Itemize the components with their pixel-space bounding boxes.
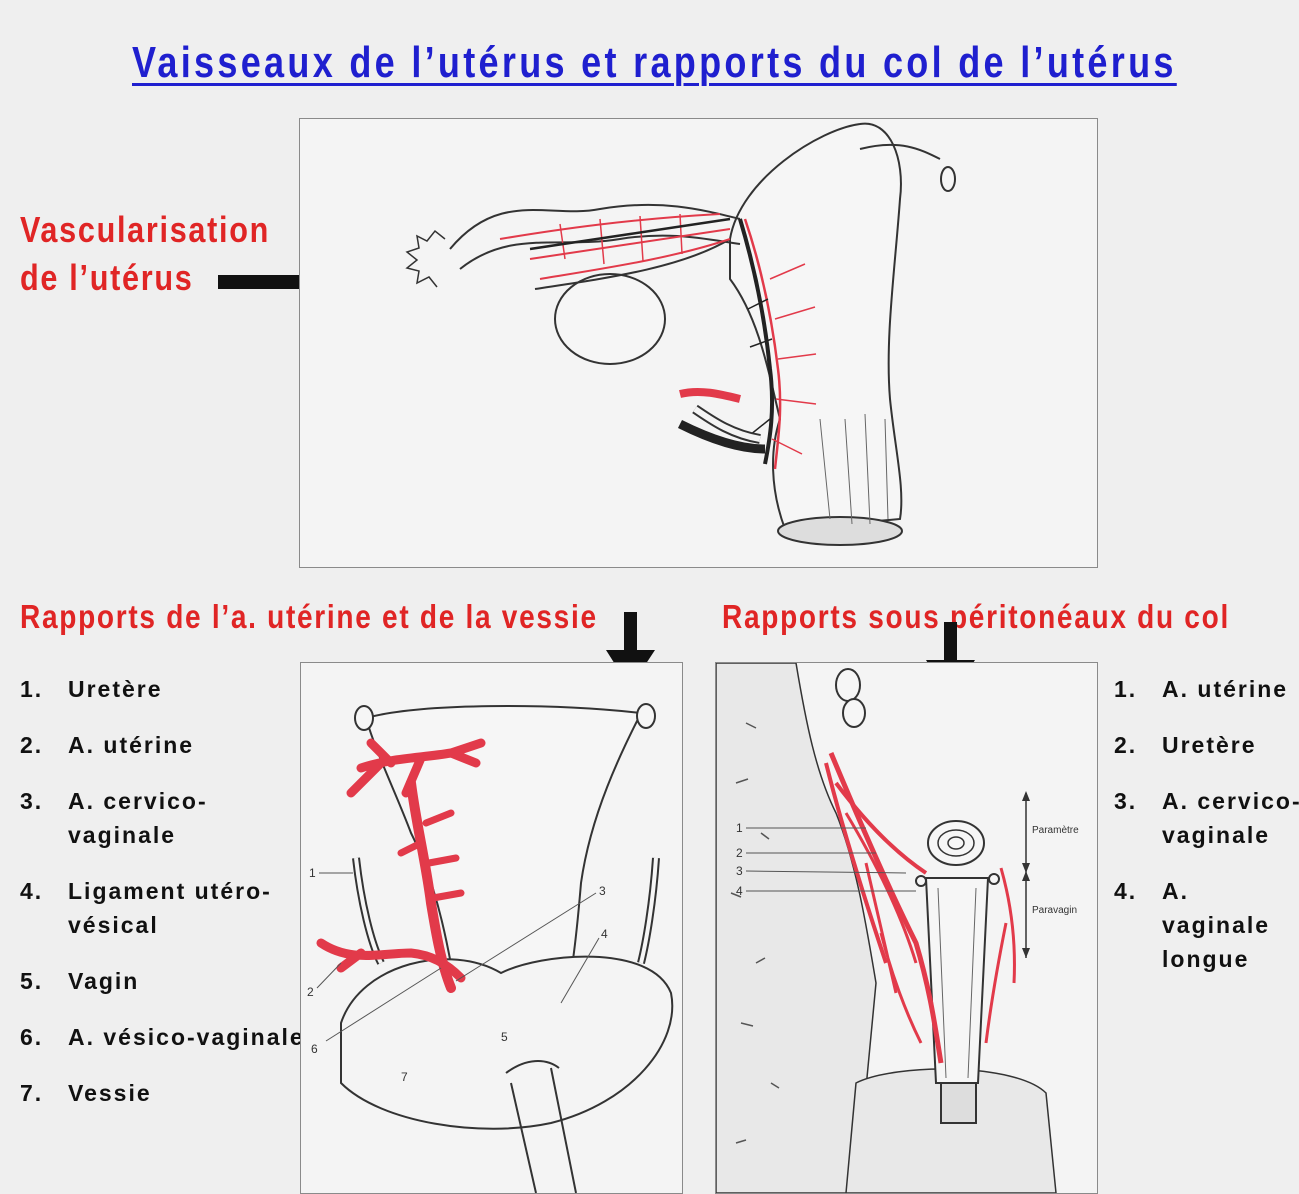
section-left-heading: Rapports de l’a. utérine et de la vessie bbox=[20, 598, 598, 636]
item-text: Uretère bbox=[1162, 732, 1257, 758]
item-number: 2. bbox=[1114, 728, 1137, 762]
vascularisation-line2: de l’utérus bbox=[20, 254, 270, 302]
item-number: 4. bbox=[20, 874, 43, 908]
item-number: 2. bbox=[20, 728, 43, 762]
item-text: Ligament utéro-vésical bbox=[68, 878, 272, 938]
list-item: 1. A. utérine bbox=[1114, 672, 1299, 706]
vascularisation-line1: Vascularisation bbox=[20, 206, 270, 254]
item-number: 3. bbox=[1114, 784, 1137, 818]
paravagin-label: Paravagin bbox=[1032, 905, 1077, 916]
legend-right: 1. A. utérine 2. Uretère 3. A. cervico-vagi… bbox=[1114, 672, 1299, 998]
fig-right-label-3: 3 bbox=[736, 864, 743, 878]
fig-left-label-3: 3 bbox=[599, 884, 606, 898]
list-item: 2. A. utérine bbox=[20, 728, 310, 762]
list-item: 2. Uretère bbox=[1114, 728, 1299, 762]
fig-left-label-4: 4 bbox=[601, 927, 608, 941]
item-number: 6. bbox=[20, 1020, 43, 1054]
fig-right-label-2: 2 bbox=[736, 846, 743, 860]
item-number: 1. bbox=[20, 672, 43, 706]
uterus-vascularisation-figure bbox=[299, 118, 1098, 568]
item-number: 7. bbox=[20, 1076, 43, 1110]
page-title: Vaisseaux de l’utérus et rapports du col… bbox=[132, 38, 1177, 88]
fig-left-label-6: 6 bbox=[311, 1042, 318, 1056]
item-text: A. vaginale longue bbox=[1162, 878, 1270, 972]
item-text: A. utérine bbox=[68, 732, 194, 758]
list-item: 3. A. cervico-vaginale bbox=[1114, 784, 1299, 852]
item-number: 4. bbox=[1114, 874, 1137, 908]
subperitoneal-relations-figure: Paramètre Paravagin 1 2 3 4 bbox=[715, 662, 1098, 1194]
list-item: 3. A. cervico-vaginale bbox=[20, 784, 310, 852]
item-number: 5. bbox=[20, 964, 43, 998]
fig-right-label-4: 4 bbox=[736, 884, 743, 898]
item-text: A. cervico-vaginale bbox=[1162, 788, 1299, 848]
vascularisation-label: Vascularisation de l’utérus bbox=[20, 206, 270, 302]
list-item: 6. A. vésico-vaginale bbox=[20, 1020, 310, 1054]
section-right-heading: Rapports sous péritonéaux du col bbox=[722, 598, 1230, 636]
uterine-artery-bladder-figure: 1 2 3 4 5 6 7 bbox=[300, 662, 683, 1194]
list-item: 4. Ligament utéro-vésical bbox=[20, 874, 310, 942]
fig-left-label-2: 2 bbox=[307, 985, 314, 999]
parametre-label: Paramètre bbox=[1032, 825, 1079, 836]
fig-left-label-5: 5 bbox=[501, 1030, 508, 1044]
list-item: 4. A. vaginale longue bbox=[1114, 874, 1299, 976]
item-text: A. vésico-vaginale bbox=[68, 1024, 305, 1050]
item-text: Vagin bbox=[68, 968, 139, 994]
item-text: Vessie bbox=[68, 1080, 152, 1106]
list-item: 7. Vessie bbox=[20, 1076, 310, 1110]
item-number: 3. bbox=[20, 784, 43, 818]
list-item: 1. Uretère bbox=[20, 672, 310, 706]
fig-right-label-1: 1 bbox=[736, 821, 743, 835]
item-text: Uretère bbox=[68, 676, 163, 702]
item-text: A. utérine bbox=[1162, 676, 1288, 702]
list-item: 5. Vagin bbox=[20, 964, 310, 998]
item-number: 1. bbox=[1114, 672, 1137, 706]
item-text: A. cervico-vaginale bbox=[68, 788, 208, 848]
legend-left: 1. Uretère 2. A. utérine 3. A. cervico-vagi… bbox=[20, 672, 310, 1132]
fig-left-label-1: 1 bbox=[309, 866, 316, 880]
fig-left-label-7: 7 bbox=[401, 1070, 408, 1084]
